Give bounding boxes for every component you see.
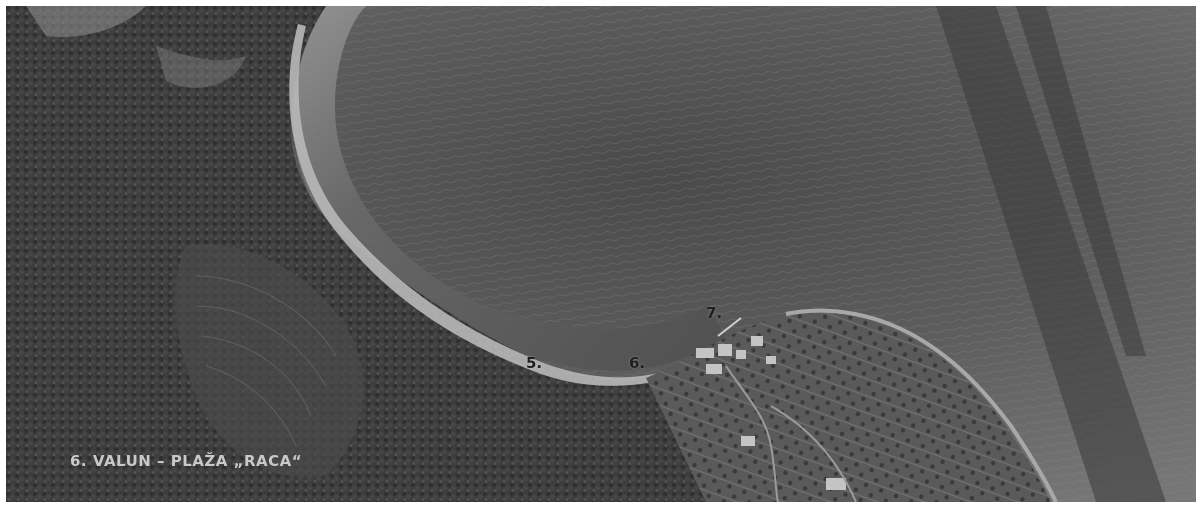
rock-patch-1 [26, 6, 146, 37]
bay-shallows [293, 6, 726, 371]
marker-7-label: 7. [706, 304, 723, 322]
aerial-map: 5. 6. 7. 6. VALUN – PLAŽA „RACA“ [6, 6, 1196, 502]
channel-1 [936, 6, 1166, 502]
peninsula-east [646, 312, 1051, 502]
village [696, 336, 846, 490]
aerial-photo [6, 6, 1196, 502]
pier [717, 317, 742, 337]
marker-5-label: 5. [526, 354, 543, 372]
channel-2 [1016, 6, 1146, 356]
map-caption: 6. VALUN – PLAŽA „RACA“ [70, 452, 303, 470]
terraces-west [175, 244, 364, 478]
rock-patch-2 [156, 46, 246, 88]
marker-6-label: 6. [629, 354, 646, 372]
peninsula-coast [785, 308, 1058, 502]
